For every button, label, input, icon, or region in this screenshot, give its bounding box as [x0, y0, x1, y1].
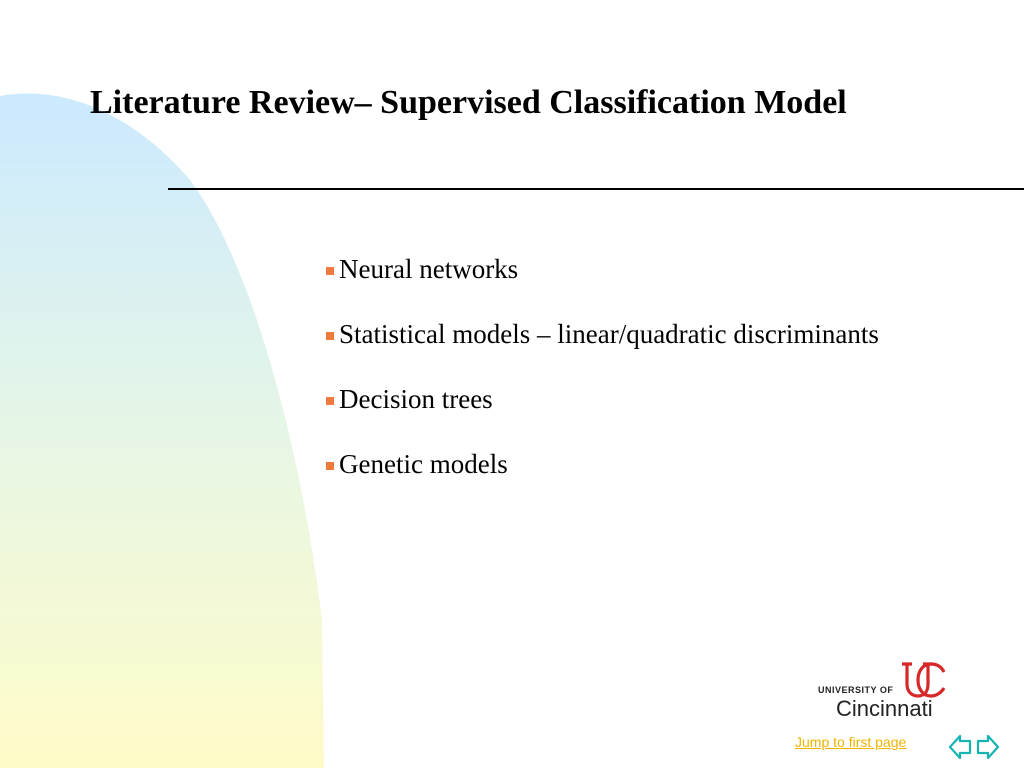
bullet-text: Neural networks — [339, 254, 519, 284]
jump-to-first-page-link[interactable]: Jump to first page — [795, 734, 907, 750]
university-logo: UNIVERSITY OF Cincinnati — [816, 660, 952, 722]
bullet-item: Statistical models – linear/quadratic di… — [326, 305, 886, 363]
uc-mark-icon — [902, 662, 946, 698]
bullet-text: Statistical models – linear/quadratic di… — [339, 319, 879, 349]
bullet-list: Neural networks Statistical models – lin… — [326, 240, 886, 500]
logo-cincinnati: Cincinnati — [836, 696, 933, 721]
double-arrow-icon[interactable] — [948, 730, 1000, 764]
bullet-square-icon — [326, 462, 334, 470]
logo-university-of: UNIVERSITY OF — [818, 685, 894, 695]
bullet-item: Neural networks — [326, 240, 886, 298]
bullet-item: Decision trees — [326, 370, 886, 428]
bullet-text: Genetic models — [339, 449, 508, 479]
bullet-item: Genetic models — [326, 435, 886, 493]
bullet-square-icon — [326, 267, 334, 275]
slide-title: Literature Review– Supervised Classifica… — [90, 84, 847, 121]
bullet-text: Decision trees — [339, 384, 493, 414]
bullet-square-icon — [326, 332, 334, 340]
title-divider — [168, 188, 1024, 190]
bullet-square-icon — [326, 397, 334, 405]
